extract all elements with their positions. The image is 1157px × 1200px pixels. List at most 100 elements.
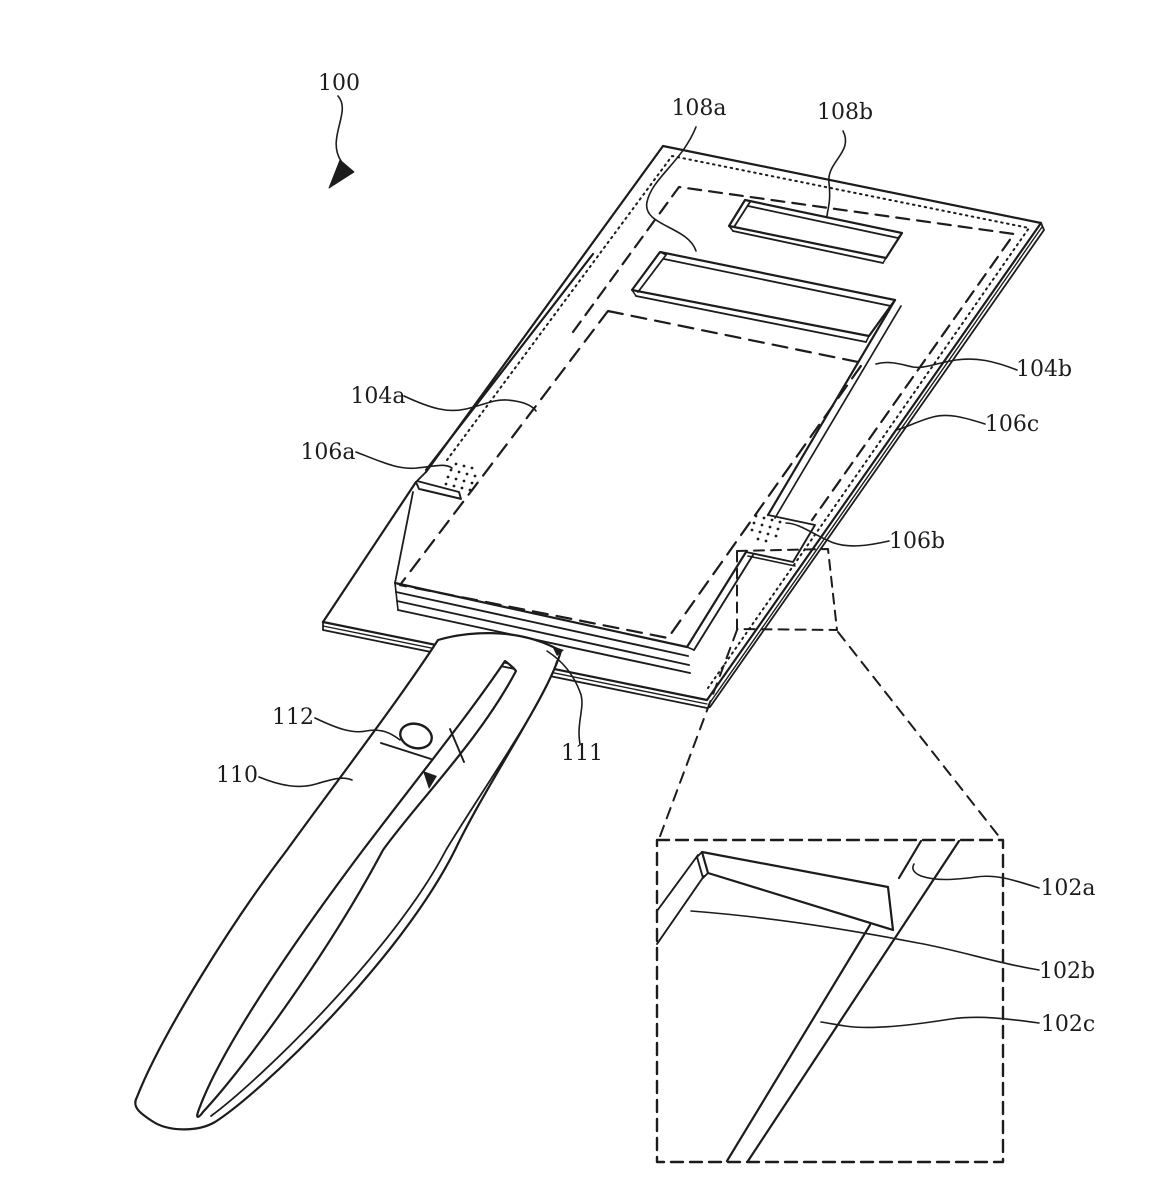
drawing-line [728, 225, 903, 264]
detail-inset-content [656, 839, 961, 1163]
drawing-line [774, 534, 778, 538]
label-104b: 104b [1016, 357, 1072, 382]
inset-top-layer-wedge [700, 850, 895, 932]
inset-edge-strip-right-line [746, 839, 961, 1163]
drawing-line [752, 521, 756, 525]
drawing-line [760, 523, 764, 527]
leader-106c [895, 414, 986, 431]
leader-106a [355, 451, 453, 470]
label-106c: 106c [985, 412, 1039, 437]
drawing-line [693, 554, 754, 651]
raised-platform [393, 252, 902, 674]
drawing-line [745, 514, 816, 563]
leader-102a [912, 863, 1040, 889]
drawing-line [764, 539, 768, 543]
drawing-line [733, 201, 751, 228]
label-108b: 108b [817, 100, 873, 125]
strap-inner-thickness-line [210, 660, 558, 1117]
drawing-line [470, 481, 474, 485]
inner-dashed-border [571, 185, 1016, 522]
drawing-line [571, 185, 1016, 522]
drawing-line [452, 484, 456, 488]
label-102c: 102c [1041, 1012, 1095, 1037]
arrowhead-100 [328, 159, 355, 189]
leader-110 [258, 776, 353, 788]
drawing-line [750, 528, 754, 532]
drawing-line [758, 530, 762, 534]
drawing-line [394, 582, 399, 611]
drawing-line [708, 226, 1043, 705]
drawing-line [468, 488, 472, 492]
slot-108a [630, 250, 897, 343]
label-102a: 102a [1040, 876, 1095, 901]
leader-112 [314, 717, 401, 741]
strap-clasp-line-2 [449, 728, 465, 763]
label-110: 110 [216, 763, 258, 788]
drawing-line [635, 295, 867, 343]
strap-clasp-line-1 [380, 742, 432, 760]
platform-right-edge-lower [685, 550, 748, 649]
notch-106b-stipple [750, 514, 782, 543]
label-102b: 102b [1039, 959, 1095, 984]
drawing-line [454, 462, 458, 466]
label-100: 100 [318, 71, 360, 96]
leader-111 [546, 650, 583, 745]
leader-102c [820, 1016, 1040, 1029]
drawing-line [747, 555, 796, 567]
drawing-line [462, 464, 466, 468]
drawing-line [323, 146, 1041, 700]
label-104a: 104a [350, 384, 405, 409]
notch-106a-stipple [444, 462, 477, 492]
drawing-line [837, 631, 1002, 840]
drawing-line [395, 591, 689, 657]
leader-104a [403, 395, 537, 412]
inset-left-beam-1 [656, 854, 699, 912]
leader-104b [875, 358, 1018, 371]
leader-102b [690, 910, 1040, 971]
magnifier-projection-lines [658, 629, 1002, 840]
slot-108b [727, 198, 904, 264]
drawing-line [736, 548, 838, 631]
drawing-line [397, 609, 691, 674]
drawing-line [473, 474, 477, 478]
drawing-line [449, 468, 453, 472]
drawing-line [756, 537, 760, 541]
drawing-line [446, 475, 450, 479]
drawing-line [766, 532, 770, 536]
leader-108a [646, 126, 697, 252]
leader-lines [258, 95, 1040, 1029]
strap-button [399, 722, 433, 750]
drawing-line [457, 470, 461, 474]
drawing-line [686, 646, 695, 651]
platform-right-edge-upper [766, 298, 897, 517]
drawing-line [465, 472, 469, 476]
drawing-line [396, 600, 690, 666]
magnifier-source-box [736, 548, 838, 631]
drawing-line [398, 309, 865, 640]
label-106a: 106a [300, 440, 355, 465]
drawing-line [444, 482, 448, 486]
inset-left-beam-2 [656, 875, 705, 945]
drawing-line [446, 155, 1030, 689]
label-111: 111 [561, 741, 603, 766]
drawing-line [462, 479, 466, 483]
label-112: 112 [272, 705, 314, 730]
drawing-line [768, 525, 772, 529]
drawing-line [754, 514, 758, 518]
drawing-line [420, 488, 460, 499]
drawing-line [770, 518, 774, 522]
inset-wedge-left-cap [696, 851, 709, 879]
drawing-line [778, 520, 782, 524]
platform-left-edge [424, 252, 595, 472]
strap-latch-mark [423, 771, 437, 789]
detail-inset-box [655, 838, 1005, 1164]
drawing-line [747, 205, 899, 239]
strap-fold-tip-mark [552, 646, 564, 656]
drawing-line [655, 838, 1005, 1164]
leader-100 [335, 95, 344, 162]
label-108a: 108a [671, 96, 726, 121]
drawing-line [631, 251, 896, 343]
notch-106b [745, 514, 816, 567]
drawing-line [774, 305, 902, 519]
